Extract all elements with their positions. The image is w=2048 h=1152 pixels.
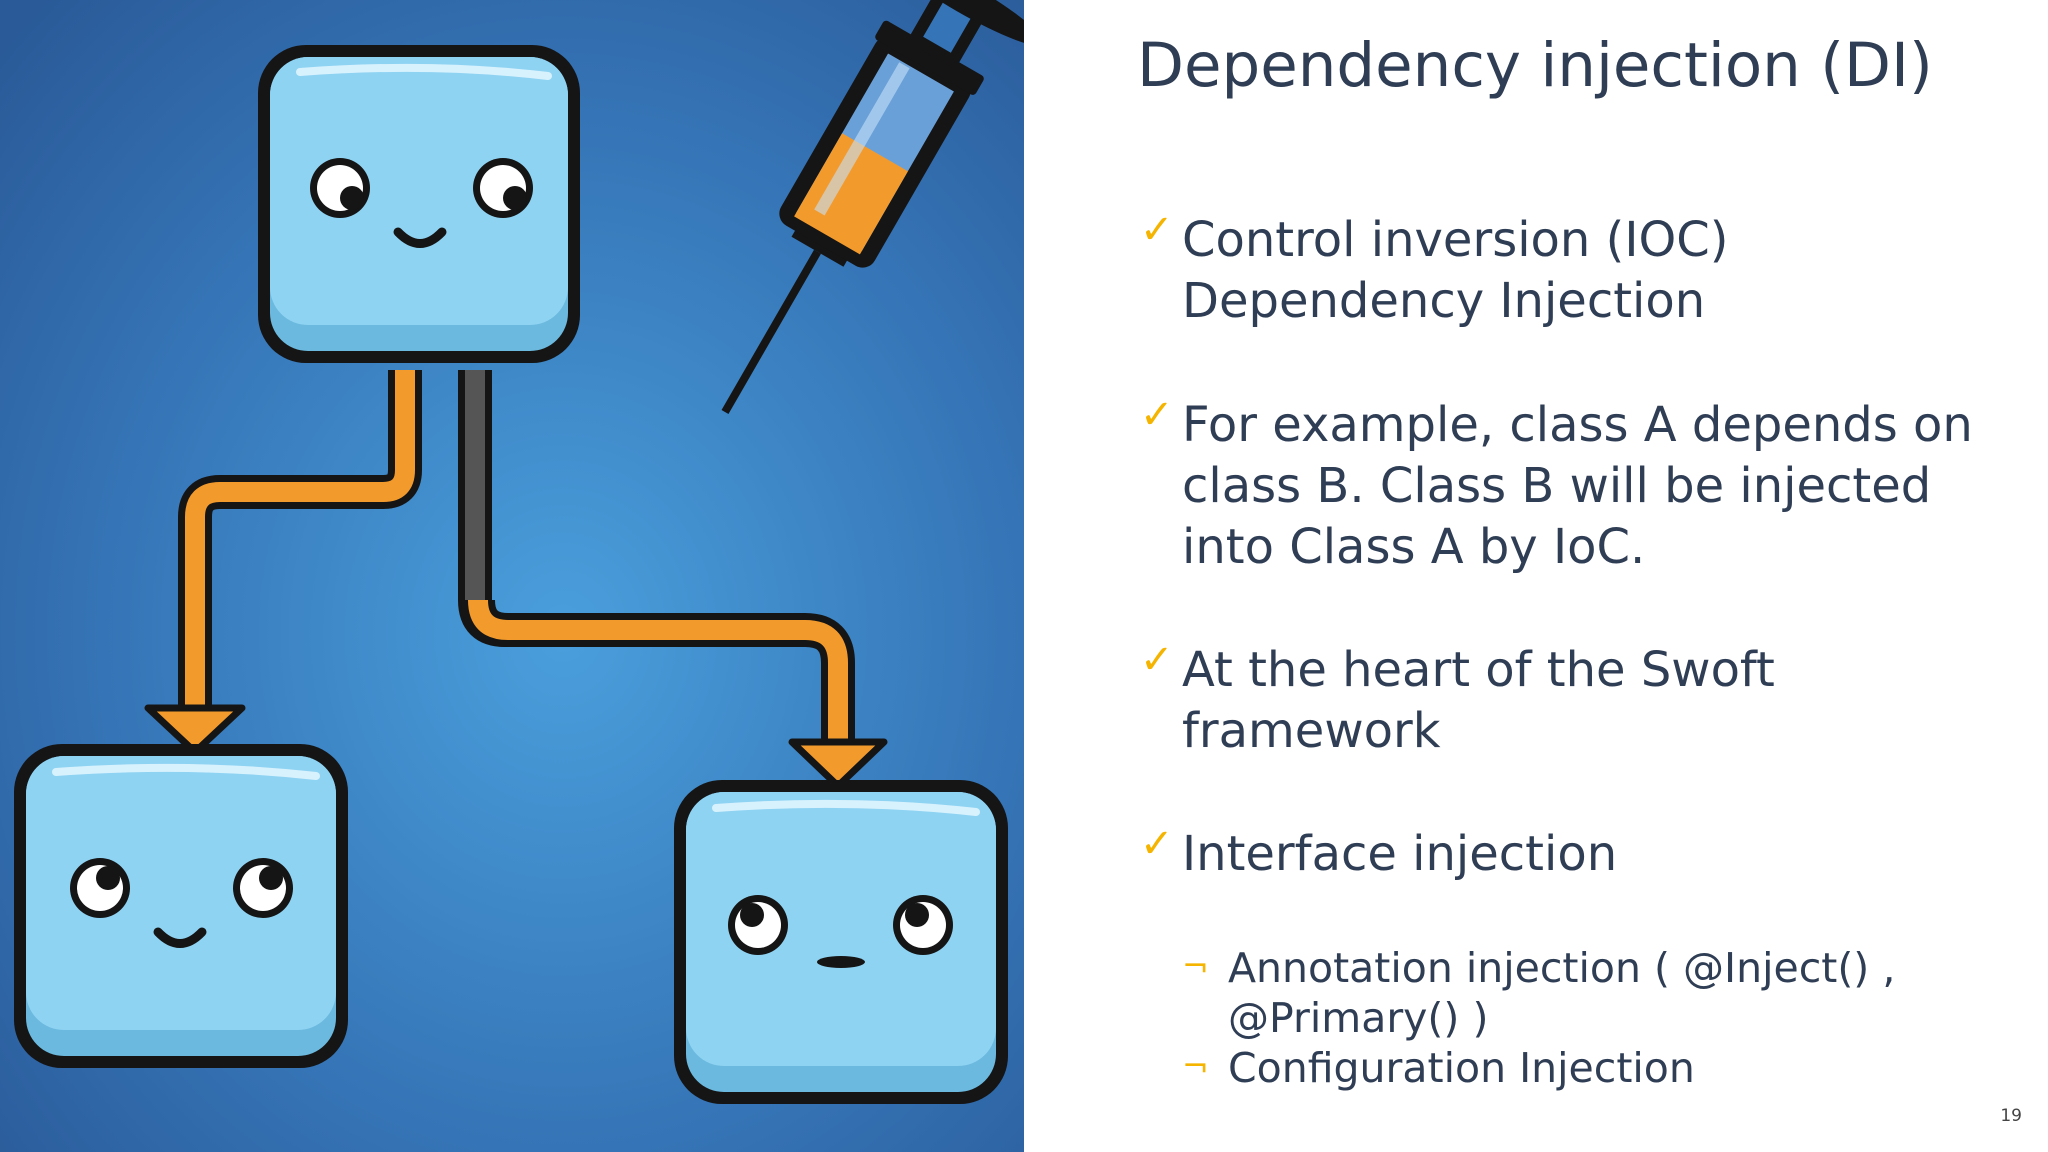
sub-bullet-item: ¬ Annotation injection ( @Inject() , @Pr… [1140,943,2020,1043]
check-icon: ✓ [1140,637,1174,683]
not-sign-icon: ¬ [1182,947,1209,985]
di-illustration [0,0,1024,1152]
bottom-right-block [674,780,1008,1104]
bullet-item: ✓ Control inversion (IOC) Dependency Inj… [1140,207,2020,332]
bullet-text: Control inversion (IOC) Dependency Injec… [1182,212,1729,329]
bullet-text: Interface injection [1182,826,1618,882]
bullet-list: ✓ Control inversion (IOC) Dependency Inj… [1140,207,2020,1093]
slide-title: Dependency injection (DI) [1137,30,1933,101]
sub-bullet-item: ¬ Configuration Injection [1140,1043,2020,1093]
sub-bullet-group: ¬ Annotation injection ( @Inject() , @Pr… [1140,943,2020,1093]
arrow-to-right-block [461,598,888,790]
bullet-item: ✓ At the heart of the Swoft framework [1140,637,2020,762]
check-icon: ✓ [1140,821,1174,867]
di-illustration-svg [0,0,1024,1152]
sub-bullet-text: Annotation injection ( @Inject() , @Prim… [1228,944,1896,1042]
sub-bullet-text: Configuration Injection [1228,1044,1695,1092]
bottom-left-block [14,744,348,1068]
arrow-to-left-block [144,370,422,756]
bullet-text: For example, class A depends on class B.… [1182,397,1973,575]
check-icon: ✓ [1140,207,1174,253]
page-number: 19 [2000,1106,2022,1126]
not-sign-icon: ¬ [1182,1047,1209,1085]
top-block [258,45,580,363]
bullet-item: ✓ Interface injection [1140,821,2020,885]
sub-bullet-list: ¬ Annotation injection ( @Inject() , @Pr… [1140,943,2020,1093]
bullet-text: At the heart of the Swoft framework [1182,642,1775,759]
bullet-item: ✓ For example, class A depends on class … [1140,392,2020,578]
syringe-icon [721,0,1024,414]
check-icon: ✓ [1140,392,1174,438]
